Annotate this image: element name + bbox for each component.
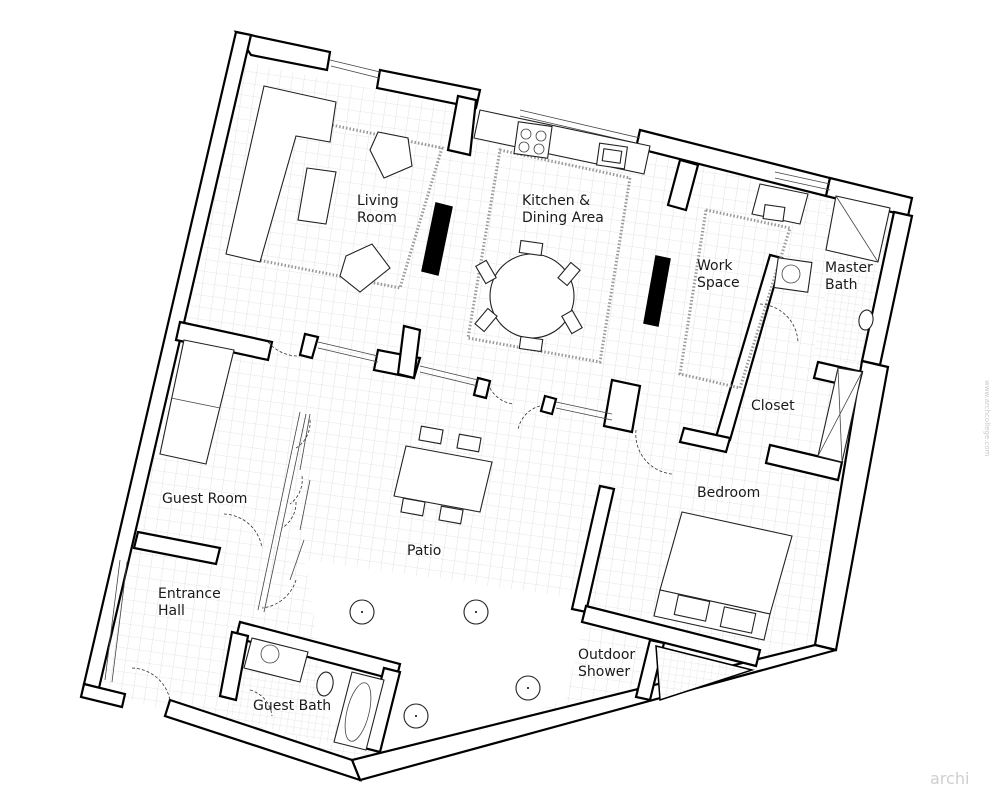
closet-fixtures	[817, 367, 863, 463]
kitchen-fixtures	[473, 109, 651, 175]
door-swings	[131, 303, 799, 717]
dining-set	[474, 239, 671, 353]
guest-bath-fixtures	[243, 637, 385, 751]
guest-room-furniture	[159, 339, 235, 465]
patio-table-set	[393, 425, 493, 525]
patio-label: Patio	[407, 543, 441, 559]
bedroom-label: Bedroom	[697, 485, 760, 501]
master-bath-fixtures	[773, 195, 891, 331]
guest-bath-label: Guest Bath	[253, 698, 331, 714]
outdoor-shower-area	[655, 645, 755, 702]
living-room-furniture	[225, 85, 453, 293]
patio-lights	[349, 599, 541, 729]
interior-walls	[132, 94, 864, 754]
kitchen-label: Kitchen &Dining Area	[522, 193, 604, 226]
work-space-desk	[751, 183, 809, 225]
patio-storage	[281, 413, 311, 581]
guest-room-label: Guest Room	[162, 491, 247, 507]
bedroom-furniture	[653, 511, 793, 641]
watermark-url: www.archcollege.com	[983, 380, 991, 456]
watermark-brand: archi	[930, 769, 969, 788]
watermark: www.archcollege.com archi	[930, 380, 991, 788]
windows	[104, 59, 831, 683]
closet-label: Closet	[751, 398, 795, 414]
